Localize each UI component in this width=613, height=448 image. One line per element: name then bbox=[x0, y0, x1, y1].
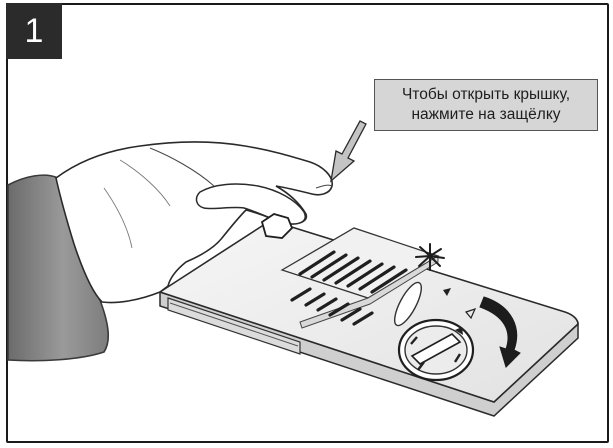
sparkle-icon bbox=[416, 244, 444, 270]
dial-icon bbox=[399, 320, 473, 380]
pointer-arrow-icon bbox=[331, 121, 366, 181]
dispenser-tray bbox=[160, 223, 578, 416]
callout-line-2: нажмите на защёлку bbox=[375, 105, 597, 125]
callout-line-1: Чтобы открыть крышку, bbox=[375, 85, 597, 105]
instruction-callout: Чтобы открыть крышку, нажмите на защёлку bbox=[374, 79, 598, 131]
step-number-badge: 1 bbox=[6, 3, 62, 59]
